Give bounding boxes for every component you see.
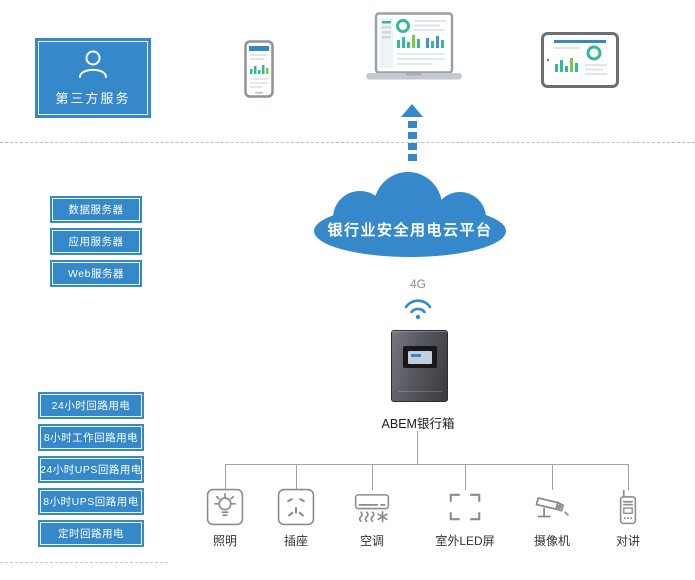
server-box: Web服务器	[50, 260, 142, 287]
end-device-label: 空调	[359, 534, 384, 548]
cloud-shape	[314, 172, 506, 257]
server-box: 数据服务器	[50, 196, 142, 223]
connector-bus	[225, 464, 629, 465]
connector-stub	[552, 464, 553, 490]
connector-stub	[465, 464, 466, 490]
circuit-box: 24小时UPS回路用电	[38, 456, 144, 483]
circuit-box: 8小时UPS回路用电	[38, 488, 144, 515]
air-conditioner-icon	[326, 488, 418, 526]
cloud-platform-label: 银行业安全用电云平台	[327, 221, 493, 239]
cctv-camera-icon	[506, 488, 598, 526]
connector-stub	[225, 464, 226, 490]
end-device-lighting: 照明	[179, 488, 271, 549]
server-stack: 数据服务器 应用服务器 Web服务器	[50, 196, 142, 292]
wifi-signal-icon	[402, 295, 434, 326]
person-icon	[76, 49, 110, 84]
connector-stub	[296, 464, 297, 490]
cloud-platform: 银行业安全用电云平台	[308, 172, 512, 258]
end-device-label: 摄像机	[533, 534, 570, 548]
end-device-label: 照明	[212, 534, 237, 548]
circuit-stack: 24小时回路用电 8小时工作回路用电 24小时UPS回路用电 8小时UPS回路用…	[38, 392, 144, 552]
network-boundary-line	[0, 142, 695, 143]
laptop-icon	[366, 12, 462, 87]
circuit-box: 24小时回路用电	[38, 392, 144, 419]
connector-stub	[372, 464, 373, 490]
light-bulb-icon	[179, 488, 271, 526]
end-device-label: 插座	[283, 534, 308, 548]
end-device-ac: 空调	[326, 488, 418, 549]
connector-stub	[628, 464, 629, 490]
end-device-label: 对讲	[615, 534, 640, 548]
network-4g-label: 4G	[409, 277, 426, 291]
end-device-label: 室外LED屏	[435, 534, 495, 548]
third-party-services-box: 第三方服务	[35, 38, 151, 118]
end-device-led-screen: 室外LED屏	[419, 488, 511, 549]
bottom-boundary-line	[0, 562, 168, 563]
power-socket-icon	[250, 488, 342, 526]
abem-screen	[402, 346, 437, 368]
server-box: 应用服务器	[50, 228, 142, 255]
tablet-icon	[541, 32, 619, 93]
led-screen-icon	[419, 488, 511, 526]
connector-trunk	[417, 431, 418, 464]
upload-arrow-icon	[401, 104, 423, 161]
abem-gateway-box	[391, 330, 448, 402]
smartphone-icon	[244, 40, 274, 103]
abem-gateway-label: ABEM银行箱	[381, 417, 455, 431]
end-device-intercom: 对讲	[582, 488, 674, 549]
end-device-socket: 插座	[250, 488, 342, 549]
intercom-icon	[582, 488, 674, 526]
circuit-box: 定时回路用电	[38, 520, 144, 547]
circuit-box: 8小时工作回路用电	[38, 424, 144, 451]
end-device-camera: 摄像机	[506, 488, 598, 549]
third-party-label: 第三方服务	[55, 91, 131, 106]
